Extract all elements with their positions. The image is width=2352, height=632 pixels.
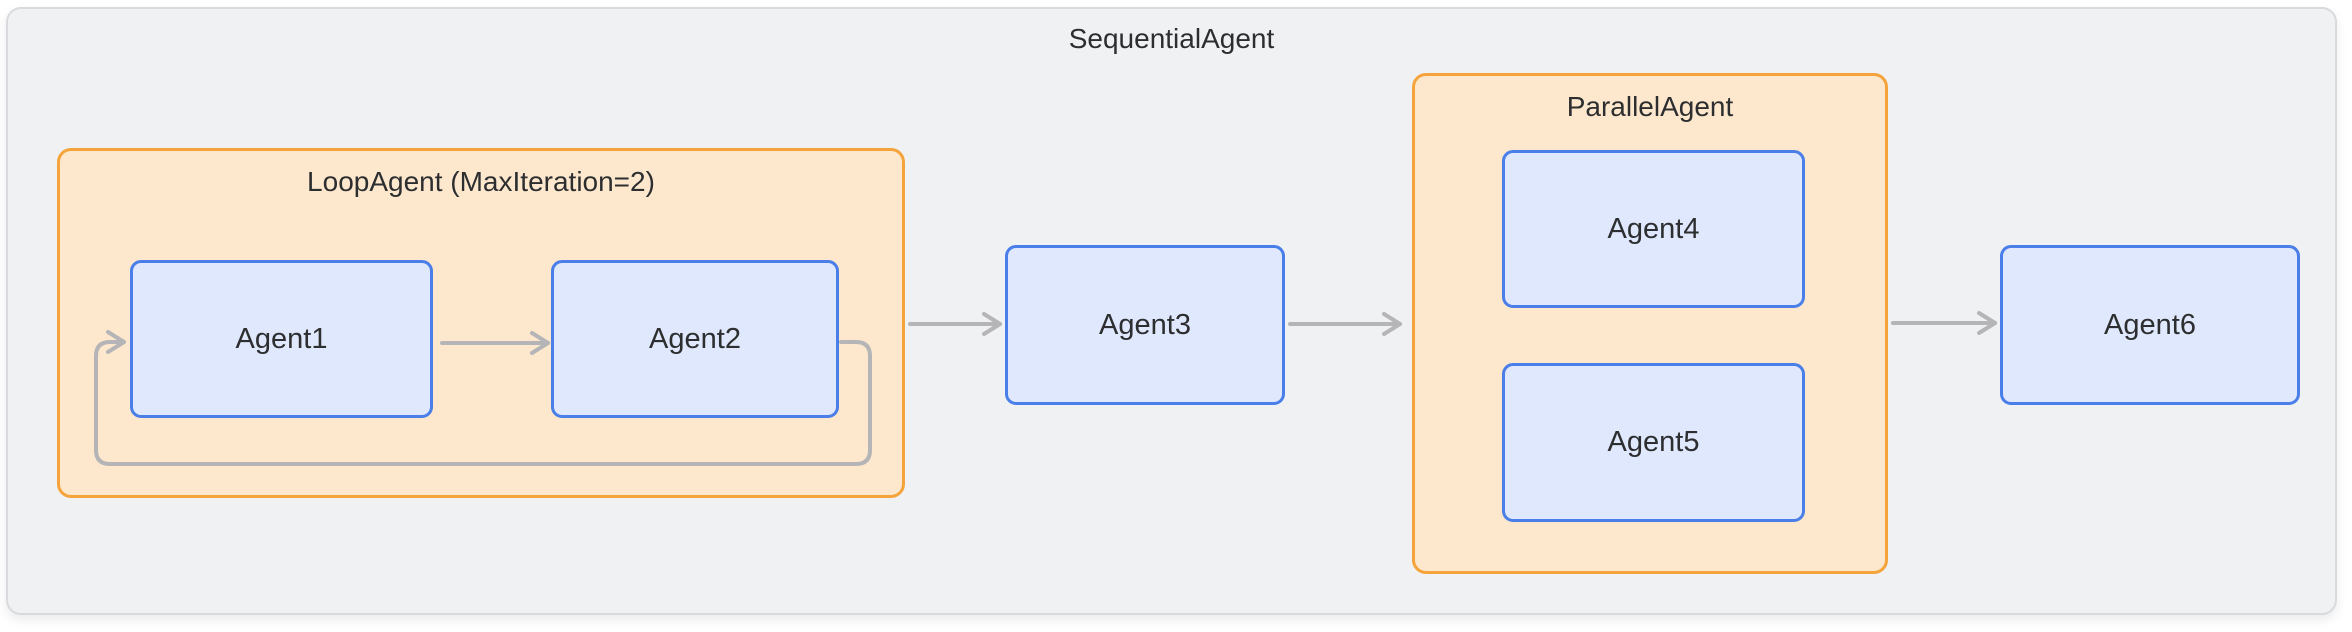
loop-agent-group: LoopAgent (MaxIteration=2) Agent1 Agent2 xyxy=(57,148,905,498)
node-agent4: Agent4 xyxy=(1502,150,1805,308)
node-agent5: Agent5 xyxy=(1502,363,1805,522)
node-agent3: Agent3 xyxy=(1005,245,1285,405)
node-agent5-label: Agent5 xyxy=(1607,426,1700,458)
loop-agent-label: LoopAgent (MaxIteration=2) xyxy=(307,166,655,197)
node-agent3-label: Agent3 xyxy=(1099,308,1191,341)
node-agent2-label: Agent2 xyxy=(649,322,741,355)
node-agent6-label: Agent6 xyxy=(2104,308,2196,341)
node-agent1-label: Agent1 xyxy=(235,322,328,355)
node-agent6: Agent6 xyxy=(2000,245,2300,405)
parallel-agent-group: ParallelAgent Agent4 Agent5 xyxy=(1412,73,1888,574)
node-agent1: Agent1 xyxy=(130,260,433,418)
node-agent2: Agent2 xyxy=(551,260,839,418)
parallel-agent-label: ParallelAgent xyxy=(1566,91,1734,122)
sequential-agent-container: SequentialAgent LoopAgent (MaxIteration=… xyxy=(6,7,2337,615)
diagram-title: SequentialAgent xyxy=(1068,23,1275,54)
node-agent4-label: Agent4 xyxy=(1607,212,1700,245)
